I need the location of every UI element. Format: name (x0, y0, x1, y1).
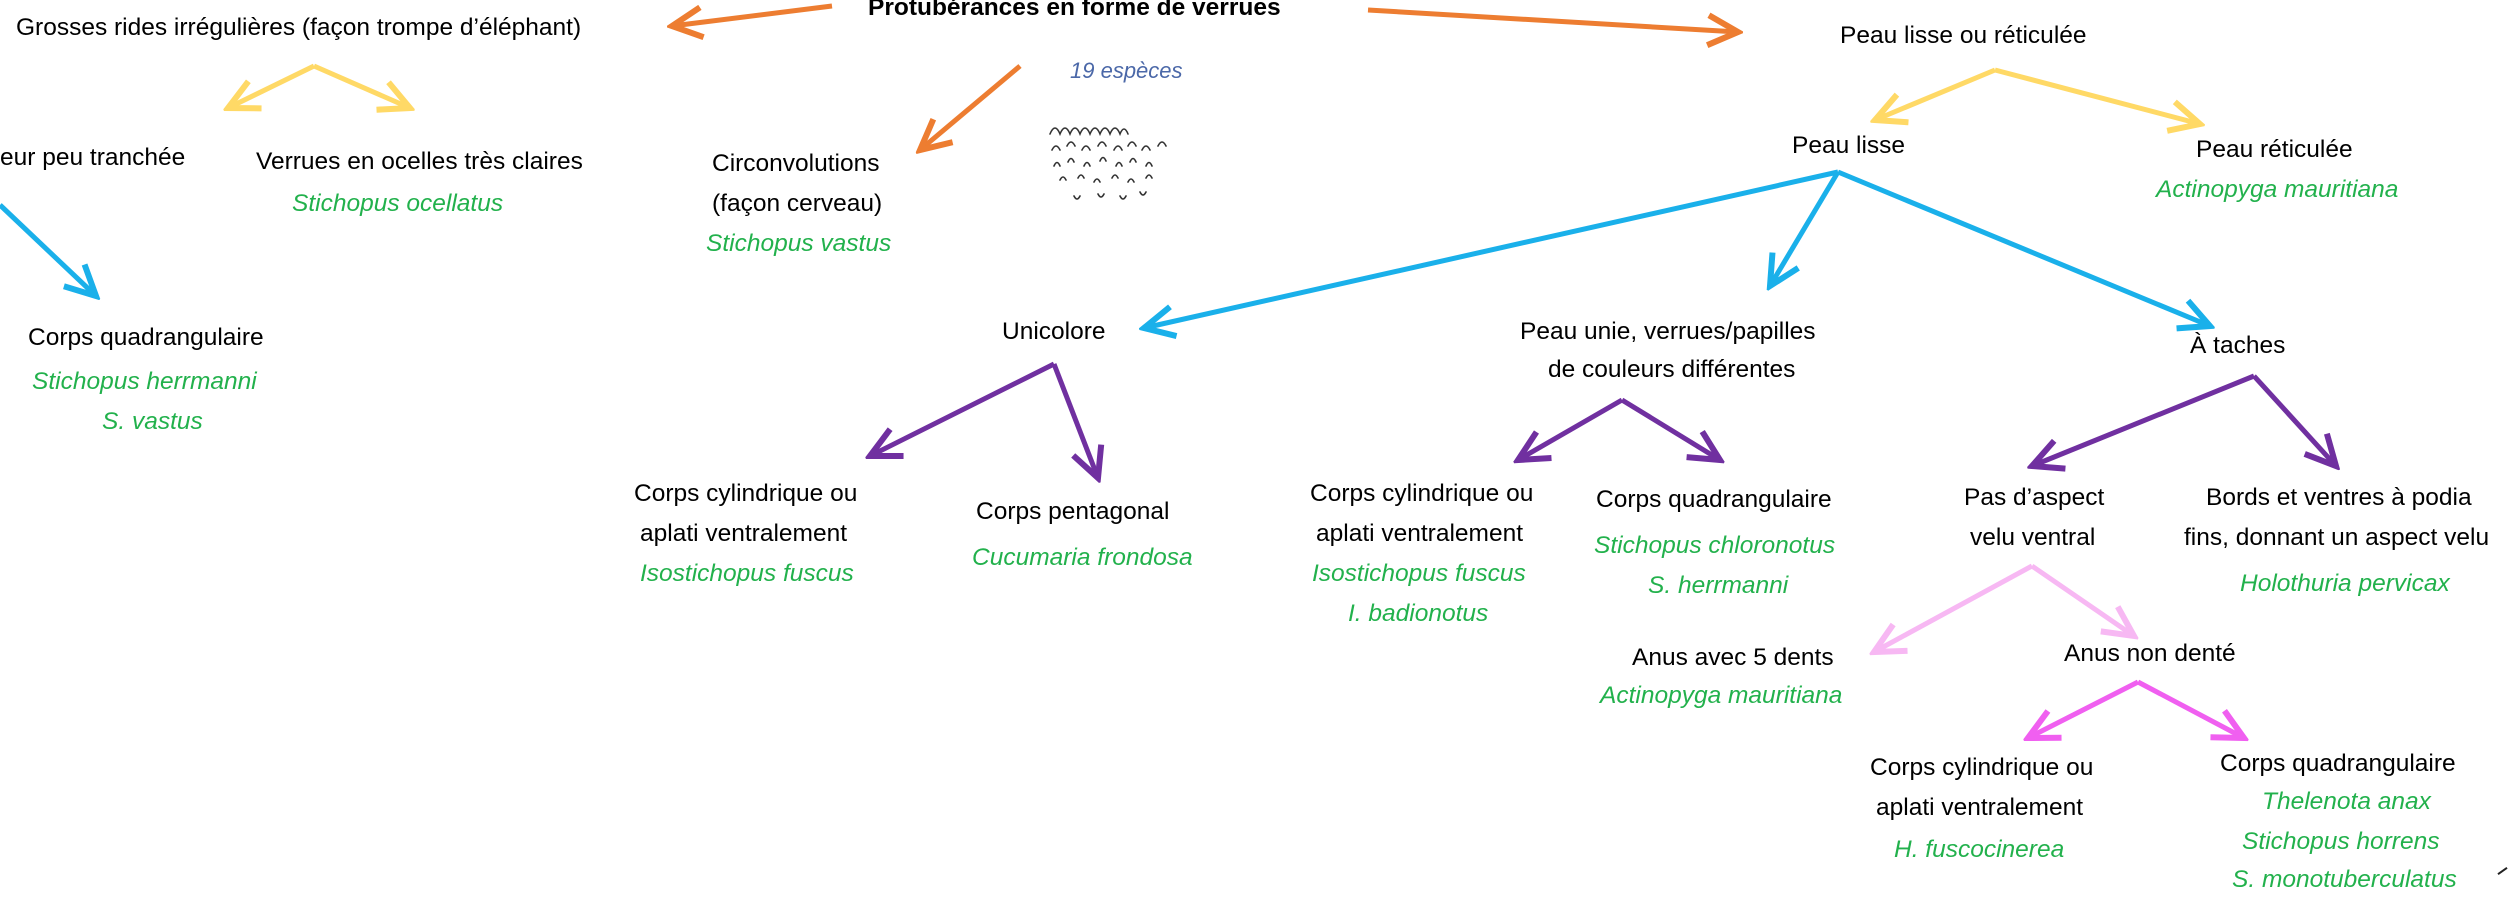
node-unicolore-cyl-line1: Corps cylindrique ou (634, 480, 858, 507)
species-i-badionotus: I. badionotus (1348, 600, 1489, 627)
arrow-pas-to-anus5 (1874, 563, 2034, 652)
node-circonvolutions-line1: Circonvolutions (712, 150, 880, 177)
species-holothuria-pervicax: Holothuria pervicax (2240, 570, 2450, 597)
arrow-lisse-to-unicolore (1144, 169, 1839, 328)
node-corps-pentagonal: Corps pentagonal (976, 498, 1170, 525)
node-pas-aspect-line1: Pas d’aspect (1964, 484, 2105, 511)
node-unie-cyl-line1: Corps cylindrique ou (1310, 480, 1534, 507)
arrow-root-to-peau (1367, 7, 1738, 32)
arrow-rides-to-ocelles (312, 63, 410, 108)
species-isostichopus-fuscus-a: Isostichopus fuscus (640, 560, 854, 587)
arrow-peau-to-reticulee (1994, 67, 2200, 124)
node-anus-5-dents: Anus avec 5 dents (1632, 644, 1834, 671)
arrow-peau-to-lisse (1875, 67, 1996, 120)
species-count: 19 espèces (1070, 58, 1183, 83)
node-bords-line1: Bords et ventres à podia (2206, 484, 2472, 511)
arrow-anusnon-to-cyl (2028, 679, 2140, 738)
node-grosses-rides: Grosses rides irrégulières (façon trompe… (16, 14, 582, 41)
arrow-rides-to-couleur (228, 63, 316, 108)
node-peau-reticulee: Peau réticulée (2196, 136, 2353, 163)
node-circonvolutions-line2: (façon cerveau) (712, 190, 883, 217)
node-verrues-ocelles: Verrues en ocelles très claires (256, 148, 583, 175)
arrow-root-to-circonvolutions (920, 64, 1022, 150)
arrow-anusnon-to-quad (2136, 679, 2244, 738)
node-peau-unie-line2: de couleurs différentes (1548, 356, 1796, 383)
species-stichopus-horrens: Stichopus horrens (2242, 828, 2440, 855)
species-isostichopus-fuscus-b: Isostichopus fuscus (1312, 560, 1526, 587)
species-stichopus-vastus: Stichopus vastus (706, 230, 892, 257)
root-title: Protubérances en forme de verrues (868, 0, 1281, 21)
species-s-monotuberculatus: S. monotuberculatus (2232, 866, 2457, 893)
node-peau-lisse: Peau lisse (1792, 132, 1906, 159)
arrow-pas-to-anusnon (2030, 563, 2134, 636)
node-unie-corps-quadrangulaire: Corps quadrangulaire (1596, 486, 1832, 513)
arrow-taches-to-bords (2252, 374, 2336, 466)
node-a-taches: À taches (2190, 332, 2286, 359)
node-pas-aspect-line2: velu ventral (1970, 524, 2096, 551)
species-s-herrmanni: S. herrmanni (1648, 572, 1789, 599)
arrow-unicolore-to-penta (1051, 363, 1098, 478)
species-stichopus-ocellatus: Stichopus ocellatus (292, 190, 504, 217)
species-cucumaria-frondosa: Cucumaria frondosa (972, 544, 1193, 571)
node-peau-unie-line1: Peau unie, verrues/papilles (1520, 318, 1816, 345)
node-unie-cyl-line2: aplati ventralement (1316, 520, 1524, 547)
node-unicolore-cyl-line2: aplati ventralement (640, 520, 848, 547)
species-actinopyga-mauritiana-bottom: Actinopyga mauritiana (1600, 682, 1843, 709)
species-thelenota-anax: Thelenota anax (2262, 788, 2431, 815)
node-unicolore: Unicolore (1002, 318, 1106, 345)
node-anus-non-dente: Anus non denté (2064, 640, 2236, 667)
arrow-couleur-to-quad (0, 203, 96, 296)
node-left-corps-quadrangulaire: Corps quadrangulaire (28, 324, 264, 351)
arrow-unicolore-to-cyl (870, 361, 1056, 456)
node-taches-corps-quadrangulaire: Corps quadrangulaire (2220, 750, 2456, 777)
node-peau-lisse-ou-reticulee: Peau lisse ou réticulée (1840, 22, 2087, 49)
species-actinopyga-mauritiana-top: Actinopyga mauritiana (2156, 176, 2399, 203)
arrow-lisse-to-unie (1770, 170, 1841, 286)
wart-texture-sketch (1049, 127, 1167, 200)
arrow-lisse-to-taches (1837, 169, 2210, 326)
arrow-unie-to-cyl (1518, 397, 1624, 460)
arrow-taches-to-pas (2032, 373, 2255, 466)
species-s-vastus-left: S. vastus (102, 408, 203, 435)
node-bords-line2: fins, donnant un aspect velu (2184, 524, 2490, 551)
node-couleur-peu-tranchee: eur peu tranchée (0, 144, 186, 171)
arrow-unie-to-quad (1620, 397, 1720, 460)
node-taches-cyl-line1: Corps cylindrique ou (1870, 754, 2094, 781)
arrow-root-to-rides (672, 3, 833, 26)
species-stichopus-chloronotus: Stichopus chloronotus (1594, 532, 1836, 559)
species-stichopus-herrmanni-left: Stichopus herrmanni (32, 368, 257, 395)
node-taches-cyl-line2: aplati ventralement (1876, 794, 2084, 821)
species-h-fuscocinerea: H. fuscocinerea (1894, 836, 2065, 863)
